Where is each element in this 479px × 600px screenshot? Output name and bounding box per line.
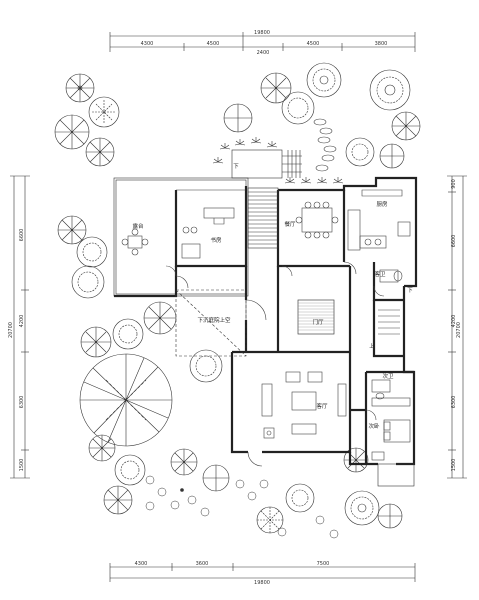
top-dim-3: 4500 (307, 41, 320, 47)
bottom-dim-3: 7500 (317, 561, 330, 567)
large-tree-icon (79, 353, 173, 447)
corridor-steps (378, 309, 400, 335)
palm-plants (212, 137, 344, 184)
bath2-fixtures (371, 379, 411, 407)
tree-icon (71, 265, 105, 299)
tree-icon (76, 236, 108, 268)
top-dim-middle: 2400 (257, 50, 270, 56)
left-total-dim: 20700 (8, 322, 14, 338)
room-label-sunken-garden: 下沉庭院上空 (197, 316, 231, 324)
left-dim-1: 6600 (19, 229, 25, 242)
up-arrow-label: 上 (369, 342, 375, 350)
tree-icon (80, 326, 112, 358)
room-labels: 露台 书房 餐厅 厨房 客卫 门厅 下沉庭院上空 客厅 次卫 次卧 下 下 上 (132, 163, 413, 430)
tree-icon (285, 483, 315, 513)
shrub-cluster (145, 475, 339, 539)
room-label-dining: 餐厅 (284, 220, 296, 228)
left-dimension-line: 20700 6600 4200 6300 1500 (8, 175, 30, 479)
room-label-terrace: 露台 (132, 222, 144, 230)
tree-icon (103, 485, 133, 515)
right-total-dim: 20700 (456, 322, 462, 338)
bottom-dim-2: 3600 (196, 561, 209, 567)
building-walls (113, 149, 418, 487)
tree-icon (344, 490, 380, 526)
tree-icon (189, 349, 223, 383)
tree-icon (343, 447, 369, 473)
top-dimension-line: 19800 4300 4500 4500 3800 2400 (109, 30, 416, 56)
tree-icon (65, 73, 95, 103)
tree-icon (391, 111, 421, 141)
terrace-table (121, 228, 149, 256)
stepping-stones (313, 118, 337, 172)
bottom-dim-1: 4300 (135, 561, 148, 567)
tree-icon (88, 434, 116, 462)
tree-icon (306, 62, 342, 98)
room-label-study: 书房 (210, 236, 222, 244)
down-arrow-label-right: 下 (407, 287, 413, 294)
tree-icon (114, 454, 146, 486)
room-label-bedroom2: 次卧 (368, 422, 380, 430)
left-dim-3: 6300 (19, 396, 25, 409)
tree-icon (260, 72, 292, 104)
right-dim-2: 6600 (451, 235, 457, 248)
right-dim-4: 6300 (451, 396, 457, 409)
tree-icon (54, 114, 90, 150)
room-label-living: 客厅 (316, 402, 328, 410)
top-dim-1: 4300 (141, 41, 154, 47)
tree-icon (345, 137, 375, 167)
kitchen-counter (347, 189, 411, 251)
down-arrow-label-top: 下 (233, 163, 239, 170)
living-sofa-set (261, 371, 347, 439)
doors (165, 261, 385, 467)
landscape-trees (54, 62, 421, 539)
tree-icon (281, 91, 315, 125)
room-label-foyer: 门厅 (312, 318, 324, 326)
top-dim-4: 3800 (375, 41, 388, 47)
tree-icon (88, 96, 120, 128)
tree-icon (85, 137, 115, 167)
right-dim-1: 900 (451, 179, 457, 189)
bottom-total-dim: 19800 (254, 580, 270, 586)
dining-table (295, 201, 339, 239)
study-desk (181, 207, 235, 259)
room-label-bath2: 次卫 (382, 372, 394, 380)
right-dim-3: 4200 (451, 315, 457, 328)
right-dim-5: 1500 (451, 459, 457, 472)
tree-icon (202, 464, 230, 492)
bed (371, 419, 411, 461)
tree-icon (57, 215, 87, 245)
tree-icon (170, 448, 198, 476)
tree-icon (223, 103, 253, 133)
top-dim-2: 4500 (207, 41, 220, 47)
furniture (121, 189, 411, 467)
tree-icon (112, 318, 144, 350)
guest-bath-fixtures (379, 269, 403, 283)
bottom-dimension-line: 4300 3600 7500 19800 (109, 561, 416, 586)
left-dim-4: 1500 (19, 459, 25, 472)
left-dim-2: 4200 (19, 315, 25, 328)
top-total-dim: 19800 (254, 30, 270, 36)
tree-icon (379, 143, 405, 169)
room-label-kitchen: 厨房 (376, 200, 388, 208)
tree-icon (143, 301, 177, 335)
right-dimension-line: 20700 900 6600 4200 6300 1500 (447, 175, 467, 479)
tree-icon (377, 503, 403, 529)
room-label-guest-bath: 客卫 (374, 270, 386, 278)
tree-icon (369, 69, 411, 111)
tree-icon (256, 506, 284, 534)
